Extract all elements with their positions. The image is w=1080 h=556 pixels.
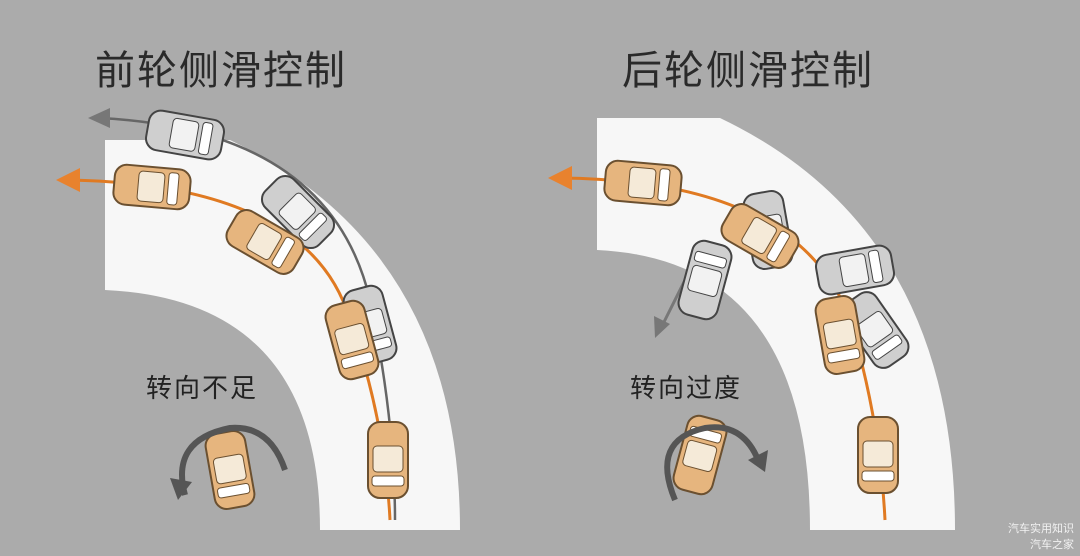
right-label: 转向过度 bbox=[630, 374, 743, 404]
right-title: 后轮侧滑控制 bbox=[622, 48, 874, 94]
rotate-arrow-right bbox=[664, 424, 763, 502]
left-title: 前轮侧滑控制 bbox=[95, 48, 347, 94]
gray-arrow-left bbox=[88, 108, 110, 128]
orange-arrow-left bbox=[56, 168, 80, 192]
left-label: 转向不足 bbox=[146, 374, 259, 404]
orange-arrow-right bbox=[548, 166, 572, 190]
watermark-line2: 汽车之家 bbox=[1030, 538, 1074, 551]
rotate-arrow-left bbox=[179, 424, 288, 496]
watermark-line1: 汽车实用知识 bbox=[1008, 522, 1074, 535]
